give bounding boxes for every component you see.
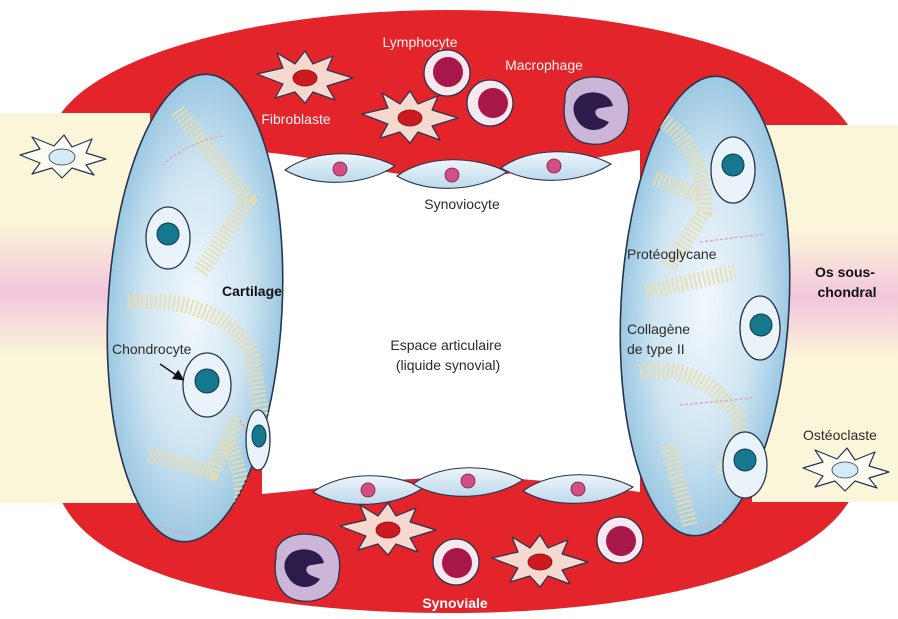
chondrocyte-cell bbox=[740, 296, 780, 360]
label-joint-space-line1: Espace articulaire bbox=[390, 337, 501, 353]
label-subchondral-bone-line1: Os sous- bbox=[815, 264, 875, 280]
label-lymphocyte: Lymphocyte bbox=[383, 34, 458, 50]
chondrocyte-cell bbox=[723, 432, 767, 498]
lymphocyte-cell bbox=[433, 539, 479, 585]
label-collagene-line2: de type II bbox=[627, 341, 685, 357]
lymphocyte-cell bbox=[597, 517, 643, 563]
label-synoviale: Synoviale bbox=[422, 595, 488, 611]
macrophage-cell bbox=[564, 77, 628, 144]
lymphocyte-cell bbox=[424, 50, 470, 96]
label-subchondral-bone-line2: chondral bbox=[817, 284, 876, 300]
label-collagene-line1: Collagène bbox=[627, 321, 690, 337]
label-chondrocyte: Chondrocyte bbox=[112, 341, 192, 357]
chondrocyte-cell bbox=[246, 410, 270, 470]
macrophage-cell bbox=[275, 534, 339, 601]
label-osteoclaste: Ostéoclaste bbox=[803, 427, 877, 443]
chondrocyte-cell bbox=[711, 137, 755, 203]
lymphocyte-cell bbox=[467, 80, 513, 126]
label-cartilage: Cartilage bbox=[222, 283, 282, 299]
chondrocyte-cell bbox=[183, 353, 231, 417]
label-proteoglycane: Protéoglycane bbox=[627, 246, 717, 262]
label-joint-space-line2: (liquide synovial) bbox=[396, 357, 500, 373]
chondrocyte-cell bbox=[146, 207, 190, 269]
label-macrophage: Macrophage bbox=[505, 57, 583, 73]
label-synoviocyte: Synoviocyte bbox=[424, 196, 500, 212]
label-fibroblaste: Fibroblaste bbox=[261, 111, 330, 127]
